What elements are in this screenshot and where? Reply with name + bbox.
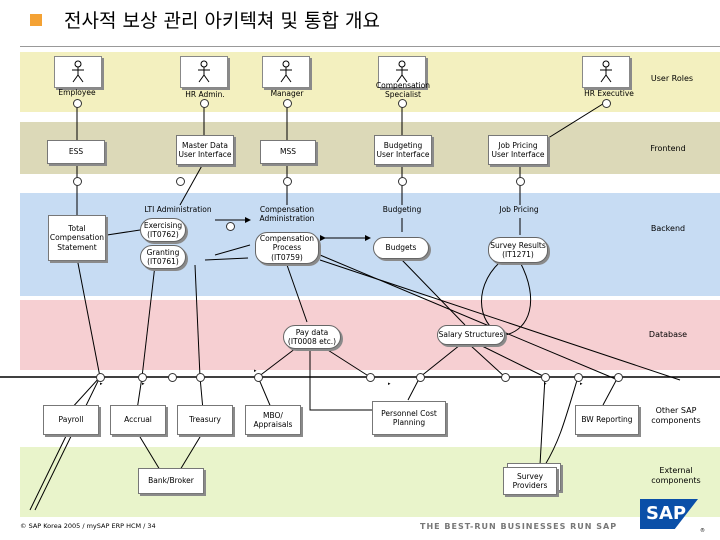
- person-icon: [280, 60, 292, 83]
- person-icon: [198, 60, 210, 83]
- person-icon: [600, 60, 612, 83]
- slogan-text: THE BEST-RUN BUSINESSES RUN SAP: [420, 522, 618, 531]
- junction-dot: [200, 99, 209, 108]
- role-comp-specialist-label: Compensation Specialist: [375, 81, 431, 99]
- person-icon: [396, 60, 408, 83]
- role-hr-executive-label: HR Executive: [584, 89, 634, 98]
- comp-admin-label: Compensation Administration: [259, 205, 315, 223]
- exercising-pill[interactable]: Exercising (IT0762): [140, 218, 186, 242]
- granting-pill[interactable]: Granting (IT0761): [140, 245, 186, 269]
- junction-dot: [283, 177, 292, 186]
- sap-logo-mark: ®: [700, 528, 705, 534]
- person-icon: [72, 60, 84, 83]
- junction-dot: [398, 99, 407, 108]
- junction-dot: [254, 373, 263, 382]
- user-roles-band-label: User Roles: [650, 74, 694, 83]
- junction-dot: [602, 99, 611, 108]
- role-manager-label: Manager: [270, 89, 304, 98]
- bw-reporting-box[interactable]: BW Reporting: [575, 405, 639, 435]
- junction-dot: [226, 222, 235, 231]
- junction-dot: [168, 373, 177, 382]
- survey-providers-box[interactable]: Survey Providers: [503, 467, 557, 495]
- manager-actor[interactable]: [262, 56, 310, 88]
- bank-broker-box[interactable]: Bank/Broker: [138, 468, 204, 494]
- master-data-ui-box[interactable]: Master Data User Interface: [176, 135, 234, 165]
- junction-dot: [366, 373, 375, 382]
- comp-process-pill[interactable]: Compensation Process (IT0759): [255, 232, 319, 264]
- junction-dot: [541, 373, 550, 382]
- junction-dot: [96, 373, 105, 382]
- backend-band: [20, 193, 720, 296]
- backend-band-label: Backend: [650, 224, 686, 233]
- budgets-pill[interactable]: Budgets: [373, 237, 429, 259]
- junction-dot: [283, 99, 292, 108]
- copyright-text: © SAP Korea 2005 / mySAP ERP HCM / 34: [20, 522, 156, 530]
- junction-dot: [196, 373, 205, 382]
- bus-number: ▸: [254, 368, 257, 374]
- hr-admin-actor[interactable]: [180, 56, 228, 88]
- pay-data-pill[interactable]: Pay data (IT0008 etc.): [283, 325, 341, 349]
- role-employee-label: Employee: [58, 88, 96, 97]
- mbo-appraisals-box[interactable]: MBO/ Appraisals: [245, 405, 301, 435]
- mss-box[interactable]: MSS: [260, 140, 316, 164]
- comp-specialist-actor[interactable]: [378, 56, 426, 88]
- ess-box[interactable]: ESS: [47, 140, 105, 164]
- hr-executive-actor[interactable]: [582, 56, 630, 88]
- database-band: [20, 300, 720, 370]
- junction-dot: [574, 373, 583, 382]
- bus-number: ▸: [544, 381, 547, 387]
- bus-number: ▸: [142, 381, 145, 387]
- bus-number: ▸: [388, 381, 391, 387]
- other-sap-band-label: Other SAP components: [651, 406, 701, 425]
- junction-dot: [614, 373, 623, 382]
- page-title: 전사적 보상 관리 아키텍쳐 및 통합 개요: [64, 10, 380, 32]
- personnel-cost-planning-box[interactable]: Personnel Cost Planning: [372, 401, 446, 435]
- external-band: [20, 447, 720, 517]
- junction-dot: [73, 177, 82, 186]
- junction-dot: [501, 373, 510, 382]
- bus-number: ▸: [580, 381, 583, 387]
- frontend-band: [20, 122, 720, 174]
- sap-logo-text: SAP: [646, 503, 687, 524]
- junction-dot: [516, 177, 525, 186]
- budgeting-label: Budgeting: [382, 205, 422, 214]
- budgeting-ui-box[interactable]: Budgeting User Interface: [374, 135, 432, 165]
- employee-actor[interactable]: [54, 56, 102, 88]
- survey-results-pill[interactable]: Survey Results (IT1271): [488, 237, 548, 263]
- accrual-box[interactable]: Accrual: [110, 405, 166, 435]
- treasury-box[interactable]: Treasury: [177, 405, 233, 435]
- title-underline: [20, 46, 720, 47]
- junction-dot: [176, 177, 185, 186]
- external-band-label: External components: [651, 466, 701, 485]
- bus-number: ▸: [100, 381, 103, 387]
- payroll-box[interactable]: Payroll: [43, 405, 99, 435]
- frontend-band-label: Frontend: [650, 144, 686, 153]
- lti-admin-label: LTI Administration: [144, 205, 212, 214]
- job-pricing-ui-box[interactable]: Job Pricing User Interface: [488, 135, 548, 165]
- role-hr-admin-label: HR Admin.: [185, 90, 225, 99]
- salary-structures-pill[interactable]: Salary Structures: [437, 325, 505, 345]
- junction-dot: [416, 373, 425, 382]
- database-band-label: Database: [648, 330, 688, 339]
- total-comp-statement-box[interactable]: Total Compensation Statement: [48, 215, 106, 261]
- job-pricing-label: Job Pricing: [499, 205, 539, 214]
- title-square: [30, 14, 42, 26]
- junction-dot: [398, 177, 407, 186]
- junction-dot: [138, 373, 147, 382]
- junction-dot: [73, 99, 82, 108]
